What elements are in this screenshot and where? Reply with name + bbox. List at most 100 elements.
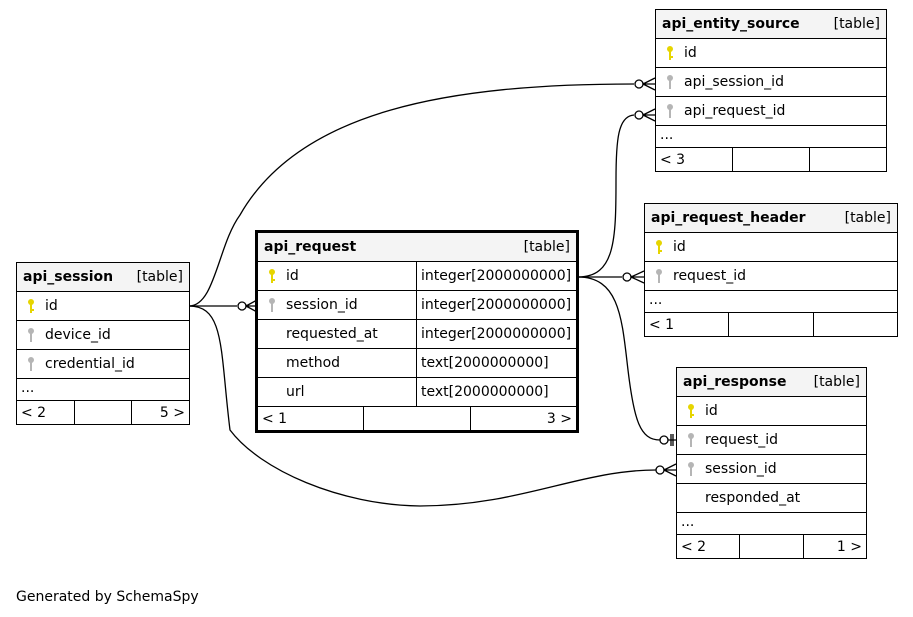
table-footer: < 2 1 > [677, 535, 866, 558]
primary-key-icon [645, 239, 673, 255]
table-kind: [table] [844, 210, 891, 226]
column-name: method [286, 355, 341, 371]
column-row: responded_at [677, 484, 866, 513]
column-row: method text[2000000000] [258, 349, 576, 378]
table-header: api_session [table] [17, 263, 189, 292]
table-footer: < 1 [645, 313, 897, 336]
table-kind: [table] [523, 239, 570, 255]
table-api-response[interactable]: api_response [table] id request_id sessi… [676, 367, 867, 559]
children-count [810, 148, 886, 171]
column-type: text[2000000000] [416, 378, 576, 406]
column-name: session_id [286, 297, 358, 313]
column-row: id [656, 39, 886, 68]
foreign-key-icon [677, 432, 705, 448]
column-row: api_session_id [656, 68, 886, 97]
crows-foot [642, 108, 656, 122]
column-name: api_session_id [684, 74, 784, 90]
table-header: api_response [table] [677, 368, 866, 397]
footer-mid [740, 535, 804, 558]
table-header: api_request [table] [258, 233, 576, 262]
parents-count: < 2 [17, 401, 75, 424]
column-name: session_id [705, 461, 777, 477]
column-name: responded_at [705, 490, 801, 506]
table-footer: < 2 5 > [17, 401, 189, 424]
table-name[interactable]: api_request_header [651, 210, 806, 226]
footer-mid [364, 407, 471, 430]
crows-foot [630, 270, 645, 284]
table-kind: [table] [833, 16, 880, 32]
primary-key-icon [677, 403, 705, 419]
column-name: request_id [673, 268, 746, 284]
table-name[interactable]: api_session [23, 269, 114, 285]
column-row: device_id [17, 321, 189, 350]
table-footer: < 3 [656, 148, 886, 171]
primary-key-icon [656, 45, 684, 61]
foreign-key-icon [656, 103, 684, 119]
footer-mid [733, 148, 810, 171]
column-row: credential_id [17, 350, 189, 379]
edge-marker-circle [659, 435, 669, 445]
children-count: 5 > [159, 404, 186, 421]
edge-marker-circle [634, 110, 644, 120]
crows-foot [668, 434, 676, 446]
parents-count: < 1 [258, 407, 365, 430]
edge-marker-circle [237, 301, 247, 311]
column-row: request_id [677, 426, 866, 455]
children-count: 3 > [546, 410, 572, 427]
children-count: 1 > [836, 538, 862, 555]
parents-count: < 2 [677, 535, 741, 558]
table-api-entity-source[interactable]: api_entity_source [table] id api_session… [655, 9, 887, 172]
column-row: url text[2000000000] [258, 378, 576, 407]
column-name: id [673, 239, 686, 255]
foreign-key-icon [656, 74, 684, 90]
more-columns: ... [677, 513, 866, 535]
table-header: api_request_header [table] [645, 204, 897, 233]
more-columns: ... [656, 126, 886, 148]
column-name: requested_at [286, 326, 378, 342]
crows-foot [642, 77, 656, 91]
table-api-request-header[interactable]: api_request_header [table] id request_id… [644, 203, 898, 337]
column-row: api_request_id [656, 97, 886, 126]
foreign-key-icon [258, 297, 286, 313]
edge-session-entity-source [188, 83, 635, 307]
foreign-key-icon [677, 461, 705, 477]
primary-key-icon [258, 268, 286, 284]
generated-by-label: Generated by SchemaSpy [16, 589, 199, 605]
edge-request-response [577, 276, 661, 441]
column-name: credential_id [45, 356, 135, 372]
table-name[interactable]: api_response [683, 374, 787, 390]
table-name[interactable]: api_request [264, 239, 357, 255]
parents-count: < 3 [656, 148, 733, 171]
edge-marker-circle [634, 79, 644, 89]
column-name: request_id [705, 432, 778, 448]
foreign-key-icon [17, 356, 45, 372]
column-row: id [677, 397, 866, 426]
column-row: session_id integer[2000000000] [258, 291, 576, 320]
column-row: id [17, 292, 189, 321]
edge-request-entity-source [577, 114, 635, 278]
column-name: api_request_id [684, 103, 786, 119]
column-row: requested_at integer[2000000000] [258, 320, 576, 349]
column-type: integer[2000000000] [416, 291, 576, 319]
column-name: url [286, 384, 305, 400]
column-name: id [684, 45, 697, 61]
table-header: api_entity_source [table] [656, 10, 886, 39]
column-type: integer[2000000000] [416, 320, 576, 348]
table-footer: < 1 3 > [258, 407, 576, 430]
column-row: session_id [677, 455, 866, 484]
column-name: id [45, 298, 58, 314]
more-columns: ... [17, 379, 189, 401]
children-count [814, 313, 897, 336]
edge-session-response [188, 305, 657, 507]
more-columns: ... [645, 291, 897, 313]
column-type: text[2000000000] [416, 349, 576, 377]
table-api-session[interactable]: api_session [table] id device_id credent… [16, 262, 190, 425]
column-name: id [286, 268, 299, 284]
table-api-request[interactable]: api_request [table] id integer[200000000… [255, 230, 579, 433]
table-name[interactable]: api_entity_source [662, 16, 800, 32]
edge-marker-circle [622, 272, 632, 282]
column-name: id [705, 403, 718, 419]
column-name: device_id [45, 327, 111, 343]
table-kind: [table] [813, 374, 860, 390]
column-row: id integer[2000000000] [258, 262, 576, 291]
